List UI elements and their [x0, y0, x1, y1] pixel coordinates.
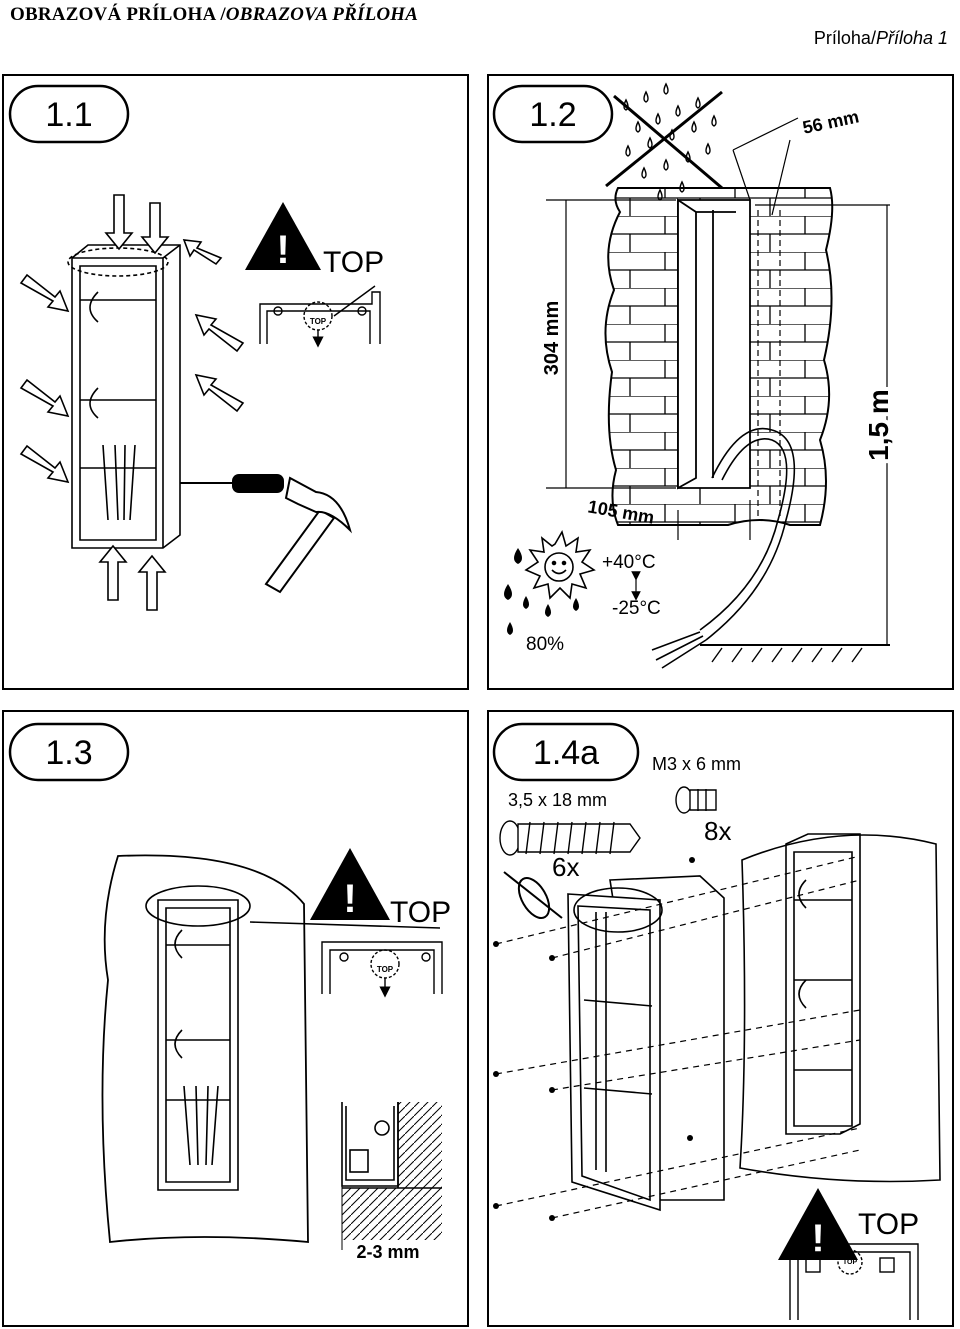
badge-1-3: 1.3 — [8, 722, 130, 782]
screw-alignment-lines — [495, 855, 861, 1219]
panel-1-4a — [487, 710, 954, 1327]
sun-icon — [524, 529, 596, 600]
badge-1-1-text: 1.1 — [45, 96, 92, 134]
page-header: OBRAZOVÁ PRÍLOHA /OBRAZOVA PŘÍLOHA — [10, 4, 418, 26]
top-detail-label-1-3: TOP — [377, 965, 394, 974]
svg-text:!: ! — [276, 228, 289, 272]
header-title-sk: OBRAZOVÁ PRÍLOHA / — [10, 4, 226, 25]
badge-1-4a: 1.4a — [492, 722, 640, 782]
screwdriver-icon — [180, 474, 284, 493]
screwdriver-angle-icon — [503, 871, 563, 919]
attachment-label-cz: Příloha 1 — [875, 28, 948, 48]
gap-detail-1-3 — [341, 1102, 442, 1250]
humidity-drops-icon — [504, 548, 579, 635]
badge-1-2: 1.2 — [492, 84, 614, 144]
gap-label: 2-3 mm — [356, 1242, 419, 1262]
hammer-icon — [264, 476, 352, 594]
wall-recess — [677, 198, 751, 490]
warning-sign-1-3: ! TOP — [310, 848, 451, 929]
top-detail-label-1-1: TOP — [310, 317, 327, 326]
screw-small-label: M3 x 6 mm — [652, 754, 741, 774]
badge-1-1: 1.1 — [8, 84, 130, 144]
attachment-label: Príloha/Příloha 1 — [814, 28, 948, 49]
flush-box-1-1 — [67, 244, 181, 549]
temp-low: -25°C — [612, 598, 661, 619]
badge-1-4a-text: 1.4a — [533, 734, 599, 772]
warning-top-1-3: TOP — [390, 896, 451, 929]
dim-floor-height: 1,5 m — [863, 389, 894, 461]
header-title-cz: OBRAZOVA PŘÍLOHA — [225, 4, 419, 25]
top-detail-1-4a — [789, 1243, 919, 1320]
screw-large-count: 6x — [552, 852, 579, 882]
screw-large-icon — [499, 820, 641, 856]
pressure-arrows-1-1 — [19, 194, 245, 611]
panel-1-2 — [487, 74, 954, 690]
screw-markers — [493, 857, 695, 1221]
screw-small-icon — [675, 786, 717, 814]
panel-1-3 — [2, 710, 469, 1327]
no-rain-icon — [605, 82, 723, 201]
flush-box-1-4a — [785, 833, 861, 1135]
screw-small-count: 8x — [704, 816, 731, 846]
svg-text:!: ! — [343, 877, 356, 921]
warning-sign-1-4a: ! TOP — [778, 1188, 919, 1261]
panel-1-1 — [2, 74, 469, 690]
svg-text:!: ! — [811, 1217, 824, 1261]
dimension-lines-1-2 — [546, 117, 890, 645]
badge-1-2-text: 1.2 — [529, 96, 576, 134]
warning-top-1-4a: TOP — [858, 1208, 919, 1241]
screw-large-label: 3,5 x 18 mm — [508, 790, 607, 810]
humidity-label: 80% — [526, 634, 564, 655]
warning-top-1-1: TOP — [323, 246, 384, 279]
flush-box-1-3 — [145, 885, 441, 1191]
attachment-label-sk: Príloha/ — [813, 28, 876, 48]
badge-1-3-text: 1.3 — [45, 734, 92, 772]
warning-sign-1-1: ! TOP — [245, 202, 384, 279]
wall-surface-1-4a — [739, 834, 941, 1183]
dim-width-top: 56 mm — [801, 106, 861, 137]
top-detail-1-1 — [259, 285, 381, 348]
temp-high: +40°C — [602, 552, 656, 573]
top-detail-1-3 — [321, 941, 443, 998]
floor-line — [700, 644, 890, 663]
wall-surface-1-3 — [101, 854, 309, 1243]
cable — [651, 427, 796, 669]
dim-height: 304 mm — [541, 301, 563, 376]
front-frame — [567, 875, 725, 1212]
top-detail-label-1-4a: TOP — [843, 1259, 858, 1266]
